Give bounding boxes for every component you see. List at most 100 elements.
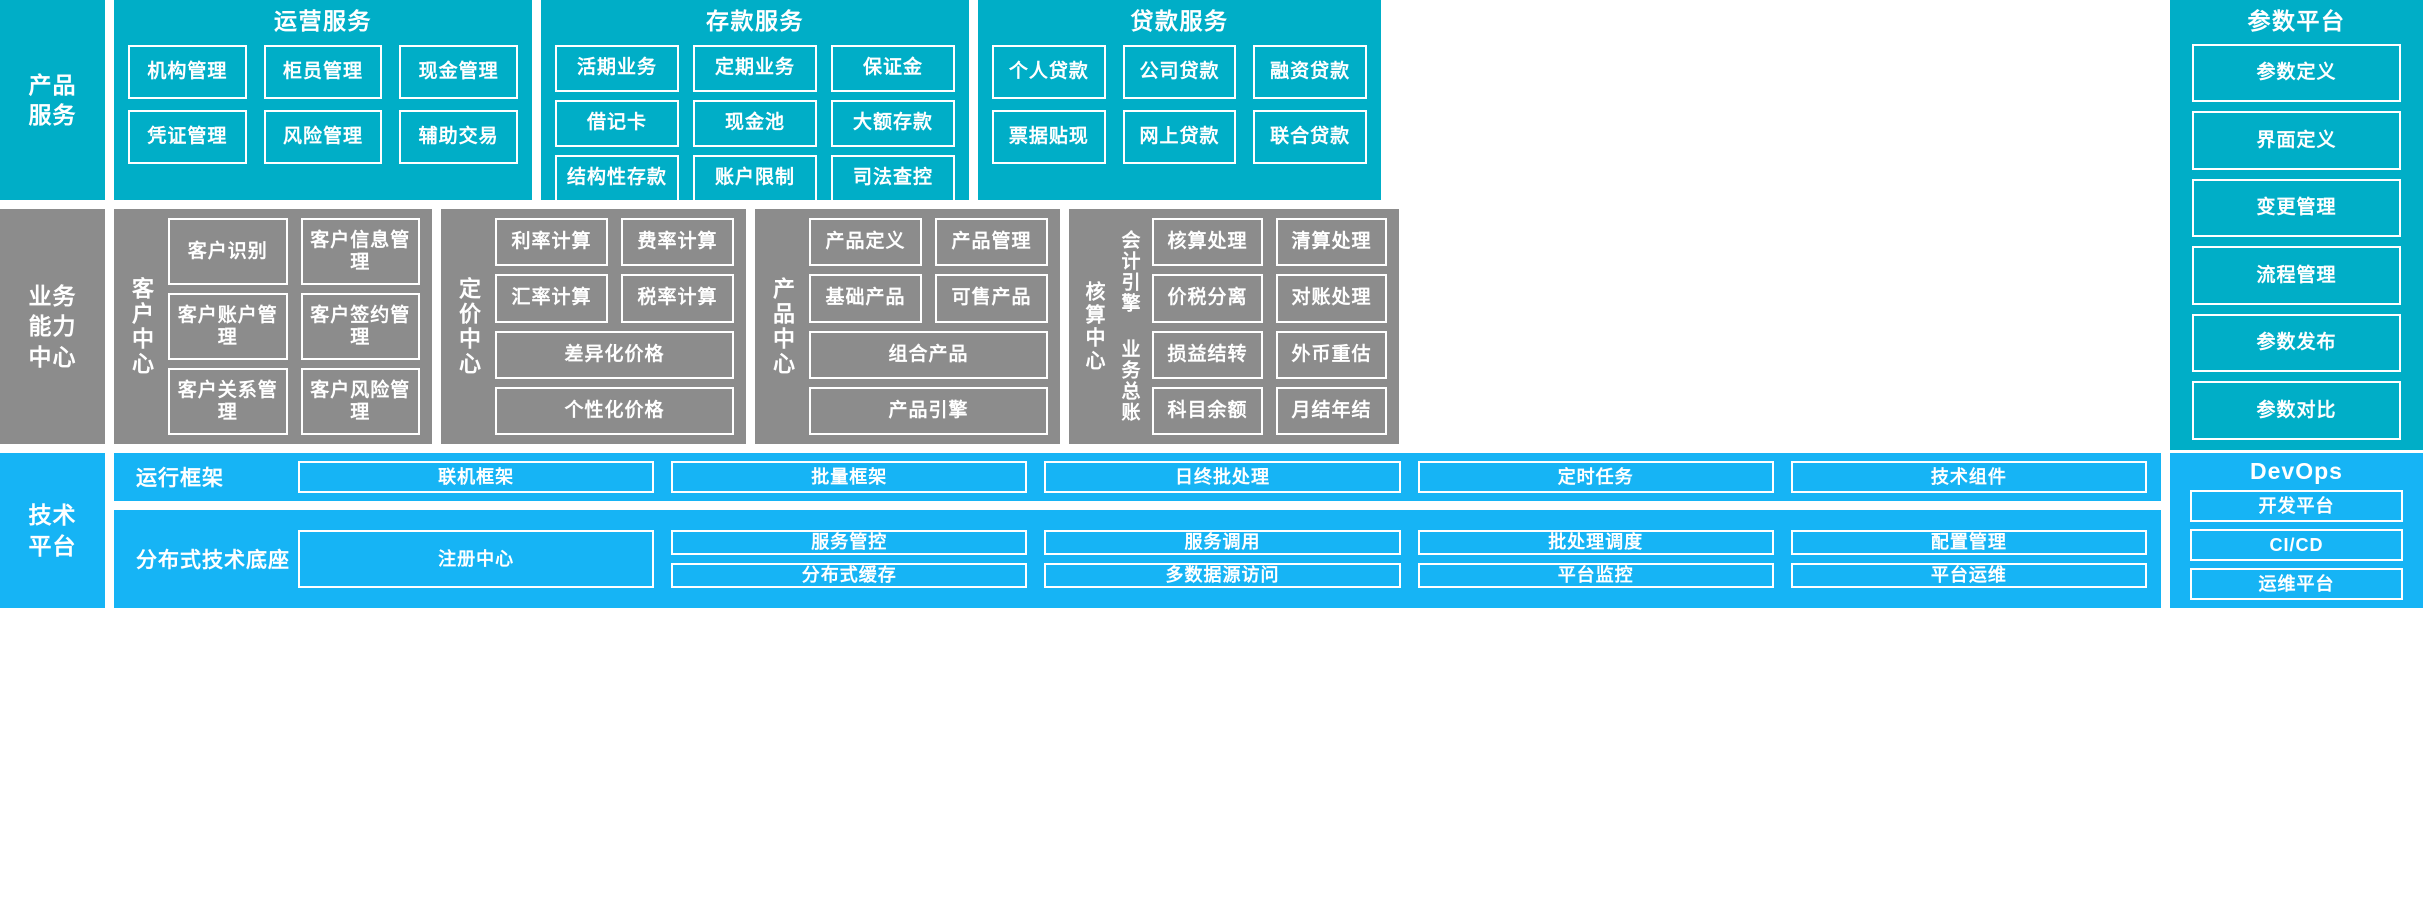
tech-item[interactable]: 服务管控	[671, 530, 1028, 555]
tech-item[interactable]: 平台监控	[1417, 563, 1774, 588]
column-parameter-platform-list: 参数定义 界面定义 变更管理 流程管理 参数发布 参数对比	[2192, 43, 2401, 440]
capability-item[interactable]: 核算处理	[1152, 218, 1263, 267]
column-parameter-platform-title: 参数平台	[2247, 8, 2346, 34]
capability-item[interactable]: 对账处理	[1276, 274, 1387, 323]
tech-item[interactable]: 配置管理	[1790, 530, 2147, 555]
devops-item[interactable]: 运维平台	[2190, 568, 2403, 600]
capability-item[interactable]: 费率计算	[621, 218, 734, 267]
group-deposit-services-title: 存款服务	[706, 8, 804, 34]
center-customer-label: 客户中心	[129, 276, 154, 377]
capability-item[interactable]: 组合产品	[809, 330, 1048, 379]
strip-distributed-base-cells: 注册中心 服务管控 服务调用 批处理调度 配置管理 分布式缓存 多数据源访问 平…	[298, 519, 2147, 598]
service-item[interactable]: 现金池	[693, 99, 817, 147]
service-item[interactable]: 个人贷款	[992, 44, 1106, 99]
service-item[interactable]: 公司贷款	[1122, 44, 1237, 99]
tech-item[interactable]: 技术组件	[1790, 461, 2147, 493]
service-item[interactable]: 现金管理	[399, 44, 518, 99]
center-pricing: 定价中心 利率计算 费率计算 汇率计算 税率计算 差异化价格 个性化价格	[441, 209, 746, 444]
capability-item[interactable]: 利率计算	[495, 218, 608, 267]
tech-item-registry[interactable]: 注册中心	[298, 530, 655, 588]
parameter-item[interactable]: 参数定义	[2192, 43, 2401, 103]
service-item[interactable]: 司法查控	[831, 154, 955, 202]
service-item[interactable]: 网上贷款	[1122, 109, 1237, 164]
capability-item[interactable]: 月结年结	[1276, 386, 1387, 435]
capability-item[interactable]: 价税分离	[1152, 274, 1263, 323]
layer-business-capability: 业务能力中心 客户中心 客户识别 客户信息管理 客户账户管理 客户签约管理 客户…	[0, 209, 2423, 444]
service-item[interactable]: 票据贴现	[992, 109, 1106, 164]
service-item[interactable]: 凭证管理	[128, 109, 247, 164]
center-accounting-sublabels: 会计引擎 业务总账	[1114, 218, 1144, 435]
capability-item[interactable]: 损益结转	[1152, 330, 1263, 379]
capability-item[interactable]: 可售产品	[935, 274, 1048, 323]
rail-technology-platform-label: 技术平台	[28, 502, 77, 559]
tech-item[interactable]: 平台运维	[1790, 563, 2147, 588]
capability-item[interactable]: 客户关系管理	[168, 368, 288, 435]
capability-item[interactable]: 税率计算	[621, 274, 734, 323]
strip-runtime-framework: 运行框架 联机框架 批量框架 日终批处理 定时任务 技术组件	[114, 453, 2161, 501]
capability-item[interactable]: 科目余额	[1152, 386, 1263, 435]
rail-business-capability: 业务能力中心	[0, 209, 105, 444]
parameter-item[interactable]: 界面定义	[2192, 111, 2401, 170]
rail-product-services: 产品服务	[0, 0, 105, 200]
capability-item[interactable]: 客户风险管理	[300, 368, 420, 435]
devops-item[interactable]: 开发平台	[2190, 490, 2403, 522]
center-accounting: 核算中心 会计引擎 业务总账 核算处理 清算处理 价税分离 对账处理 损益结转 …	[1069, 209, 1399, 444]
service-item[interactable]: 结构性存款	[555, 154, 679, 202]
tech-item[interactable]: 联机框架	[298, 461, 655, 493]
capability-item[interactable]: 产品引擎	[809, 386, 1048, 435]
service-item[interactable]: 借记卡	[555, 99, 679, 147]
capability-item[interactable]: 外币重估	[1276, 330, 1387, 379]
technology-platform-main: 运行框架 联机框架 批量框架 日终批处理 定时任务 技术组件 分布式技术底座 注…	[114, 453, 2161, 608]
parameter-item[interactable]: 参数发布	[2192, 313, 2401, 373]
capability-item[interactable]: 基础产品	[809, 274, 922, 323]
service-item[interactable]: 联合贷款	[1253, 109, 1367, 164]
service-item[interactable]: 保证金	[831, 44, 955, 92]
tech-item[interactable]: 分布式缓存	[671, 563, 1028, 588]
center-accounting-inner: 会计引擎 业务总账 核算处理 清算处理 价税分离 对账处理 损益结转 外币重估 …	[1114, 218, 1387, 435]
column-devops-list: 开发平台 CI/CD 运维平台	[2190, 490, 2403, 600]
center-product-grid: 产品定义 产品管理 基础产品 可售产品 组合产品 产品引擎	[809, 218, 1048, 435]
capability-item[interactable]: 产品管理	[935, 218, 1048, 267]
capability-item[interactable]: 客户签约管理	[300, 293, 420, 360]
service-item[interactable]: 风险管理	[263, 109, 383, 164]
layer-product-services: 产品服务 运营服务 机构管理 柜员管理 现金管理 凭证管理 风险管理 辅助交易 …	[0, 0, 2423, 202]
capability-item[interactable]: 客户识别	[168, 218, 288, 285]
capability-item[interactable]: 客户账户管理	[168, 293, 288, 360]
service-item[interactable]: 辅助交易	[399, 109, 518, 164]
capability-item[interactable]: 个性化价格	[495, 386, 734, 435]
tech-item[interactable]: 批处理调度	[1417, 530, 1774, 555]
rail-business-capability-label: 业务能力中心	[28, 282, 77, 370]
group-loan-services-grid: 个人贷款 公司贷款 融资贷款 票据贴现 网上贷款 联合贷款	[992, 44, 1367, 186]
parameter-item[interactable]: 参数对比	[2192, 381, 2401, 440]
service-item[interactable]: 定期业务	[693, 44, 817, 92]
group-deposit-services-grid: 活期业务 定期业务 保证金 借记卡 现金池 大额存款 结构性存款 账户限制 司法…	[555, 44, 955, 202]
capability-item[interactable]: 产品定义	[809, 218, 922, 267]
column-devops-title: DevOps	[2250, 458, 2343, 484]
tech-item[interactable]: 服务调用	[1044, 530, 1401, 555]
center-accounting-sublabel-engine: 会计引擎	[1118, 230, 1140, 315]
center-accounting-label: 核算中心	[1082, 280, 1104, 373]
service-item[interactable]: 账户限制	[693, 154, 817, 202]
center-product-label: 产品中心	[770, 276, 795, 377]
devops-item[interactable]: CI/CD	[2190, 529, 2403, 561]
capability-item[interactable]: 客户信息管理	[300, 218, 420, 285]
capability-item[interactable]: 清算处理	[1276, 218, 1387, 267]
parameter-item[interactable]: 流程管理	[2192, 246, 2401, 305]
tech-item[interactable]: 定时任务	[1417, 461, 1774, 493]
tech-item[interactable]: 批量框架	[671, 461, 1028, 493]
tech-item[interactable]: 日终批处理	[1044, 461, 1401, 493]
center-product: 产品中心 产品定义 产品管理 基础产品 可售产品 组合产品 产品引擎	[755, 209, 1060, 444]
column-parameter-platform: 参数平台 参数定义 界面定义 变更管理 流程管理 参数发布 参数对比	[2170, 0, 2423, 450]
group-deposit-services: 存款服务 活期业务 定期业务 保证金 借记卡 现金池 大额存款 结构性存款 账户…	[541, 0, 969, 202]
capability-item[interactable]: 汇率计算	[495, 274, 608, 323]
service-item[interactable]: 柜员管理	[263, 44, 383, 99]
tech-item[interactable]: 多数据源访问	[1044, 563, 1401, 588]
center-customer: 客户中心 客户识别 客户信息管理 客户账户管理 客户签约管理 客户关系管理 客户…	[114, 209, 432, 444]
service-item[interactable]: 机构管理	[128, 44, 247, 99]
strip-runtime-framework-cells: 联机框架 批量框架 日终批处理 定时任务 技术组件	[298, 461, 2147, 493]
service-item[interactable]: 融资贷款	[1253, 44, 1367, 99]
capability-item[interactable]: 差异化价格	[495, 330, 734, 379]
service-item[interactable]: 大额存款	[831, 99, 955, 147]
parameter-item[interactable]: 变更管理	[2192, 178, 2401, 238]
service-item[interactable]: 活期业务	[555, 44, 679, 92]
